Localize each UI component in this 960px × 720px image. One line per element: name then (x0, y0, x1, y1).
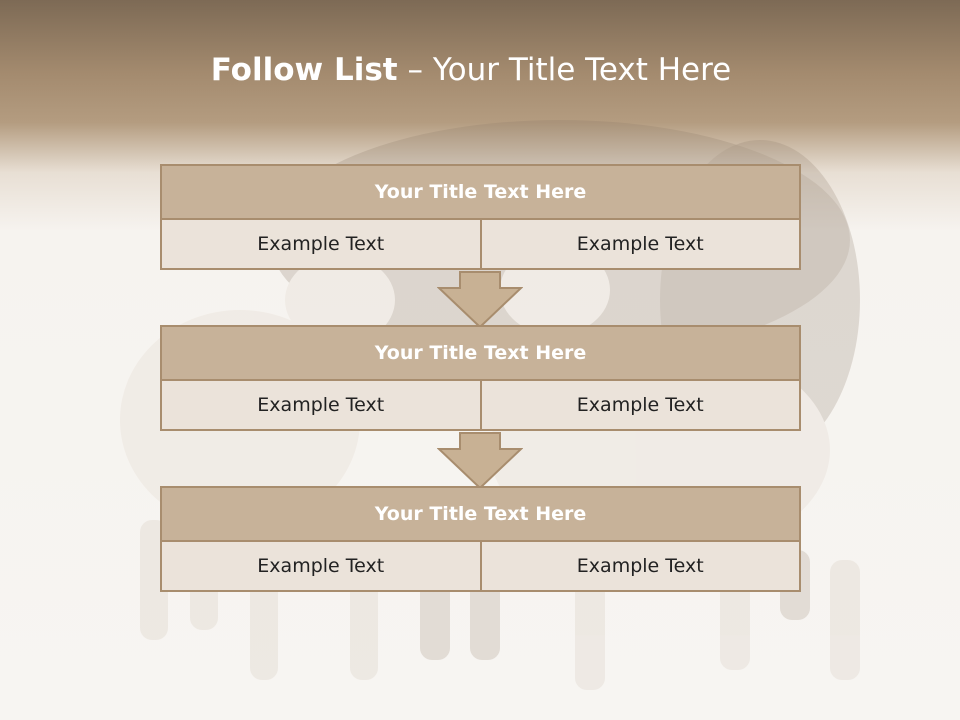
slide-title: Follow List – Your Title Text Here (0, 52, 942, 88)
block-cell-left: Example Text (160, 220, 482, 270)
down-arrow-icon (437, 432, 523, 490)
list-block-1: Your Title Text Here Example Text Exampl… (160, 164, 801, 270)
block-cell-right: Example Text (481, 381, 801, 431)
block-cell-right: Example Text (481, 542, 801, 592)
block-row: Example Text Example Text (160, 381, 801, 431)
block-cell-right: Example Text (481, 220, 801, 270)
block-cell-left: Example Text (160, 381, 482, 431)
title-main: Follow List (210, 52, 398, 88)
block-cell-left: Example Text (160, 542, 482, 592)
down-arrow-icon (437, 271, 523, 329)
block-title: Your Title Text Here (160, 164, 801, 220)
block-row: Example Text Example Text (160, 220, 801, 270)
list-block-2: Your Title Text Here Example Text Exampl… (160, 325, 801, 431)
list-block-3: Your Title Text Here Example Text Exampl… (160, 486, 801, 592)
block-title: Your Title Text Here (160, 325, 801, 381)
title-subtitle: – Your Title Text Here (397, 52, 732, 88)
block-title: Your Title Text Here (160, 486, 801, 542)
block-row: Example Text Example Text (160, 542, 801, 592)
